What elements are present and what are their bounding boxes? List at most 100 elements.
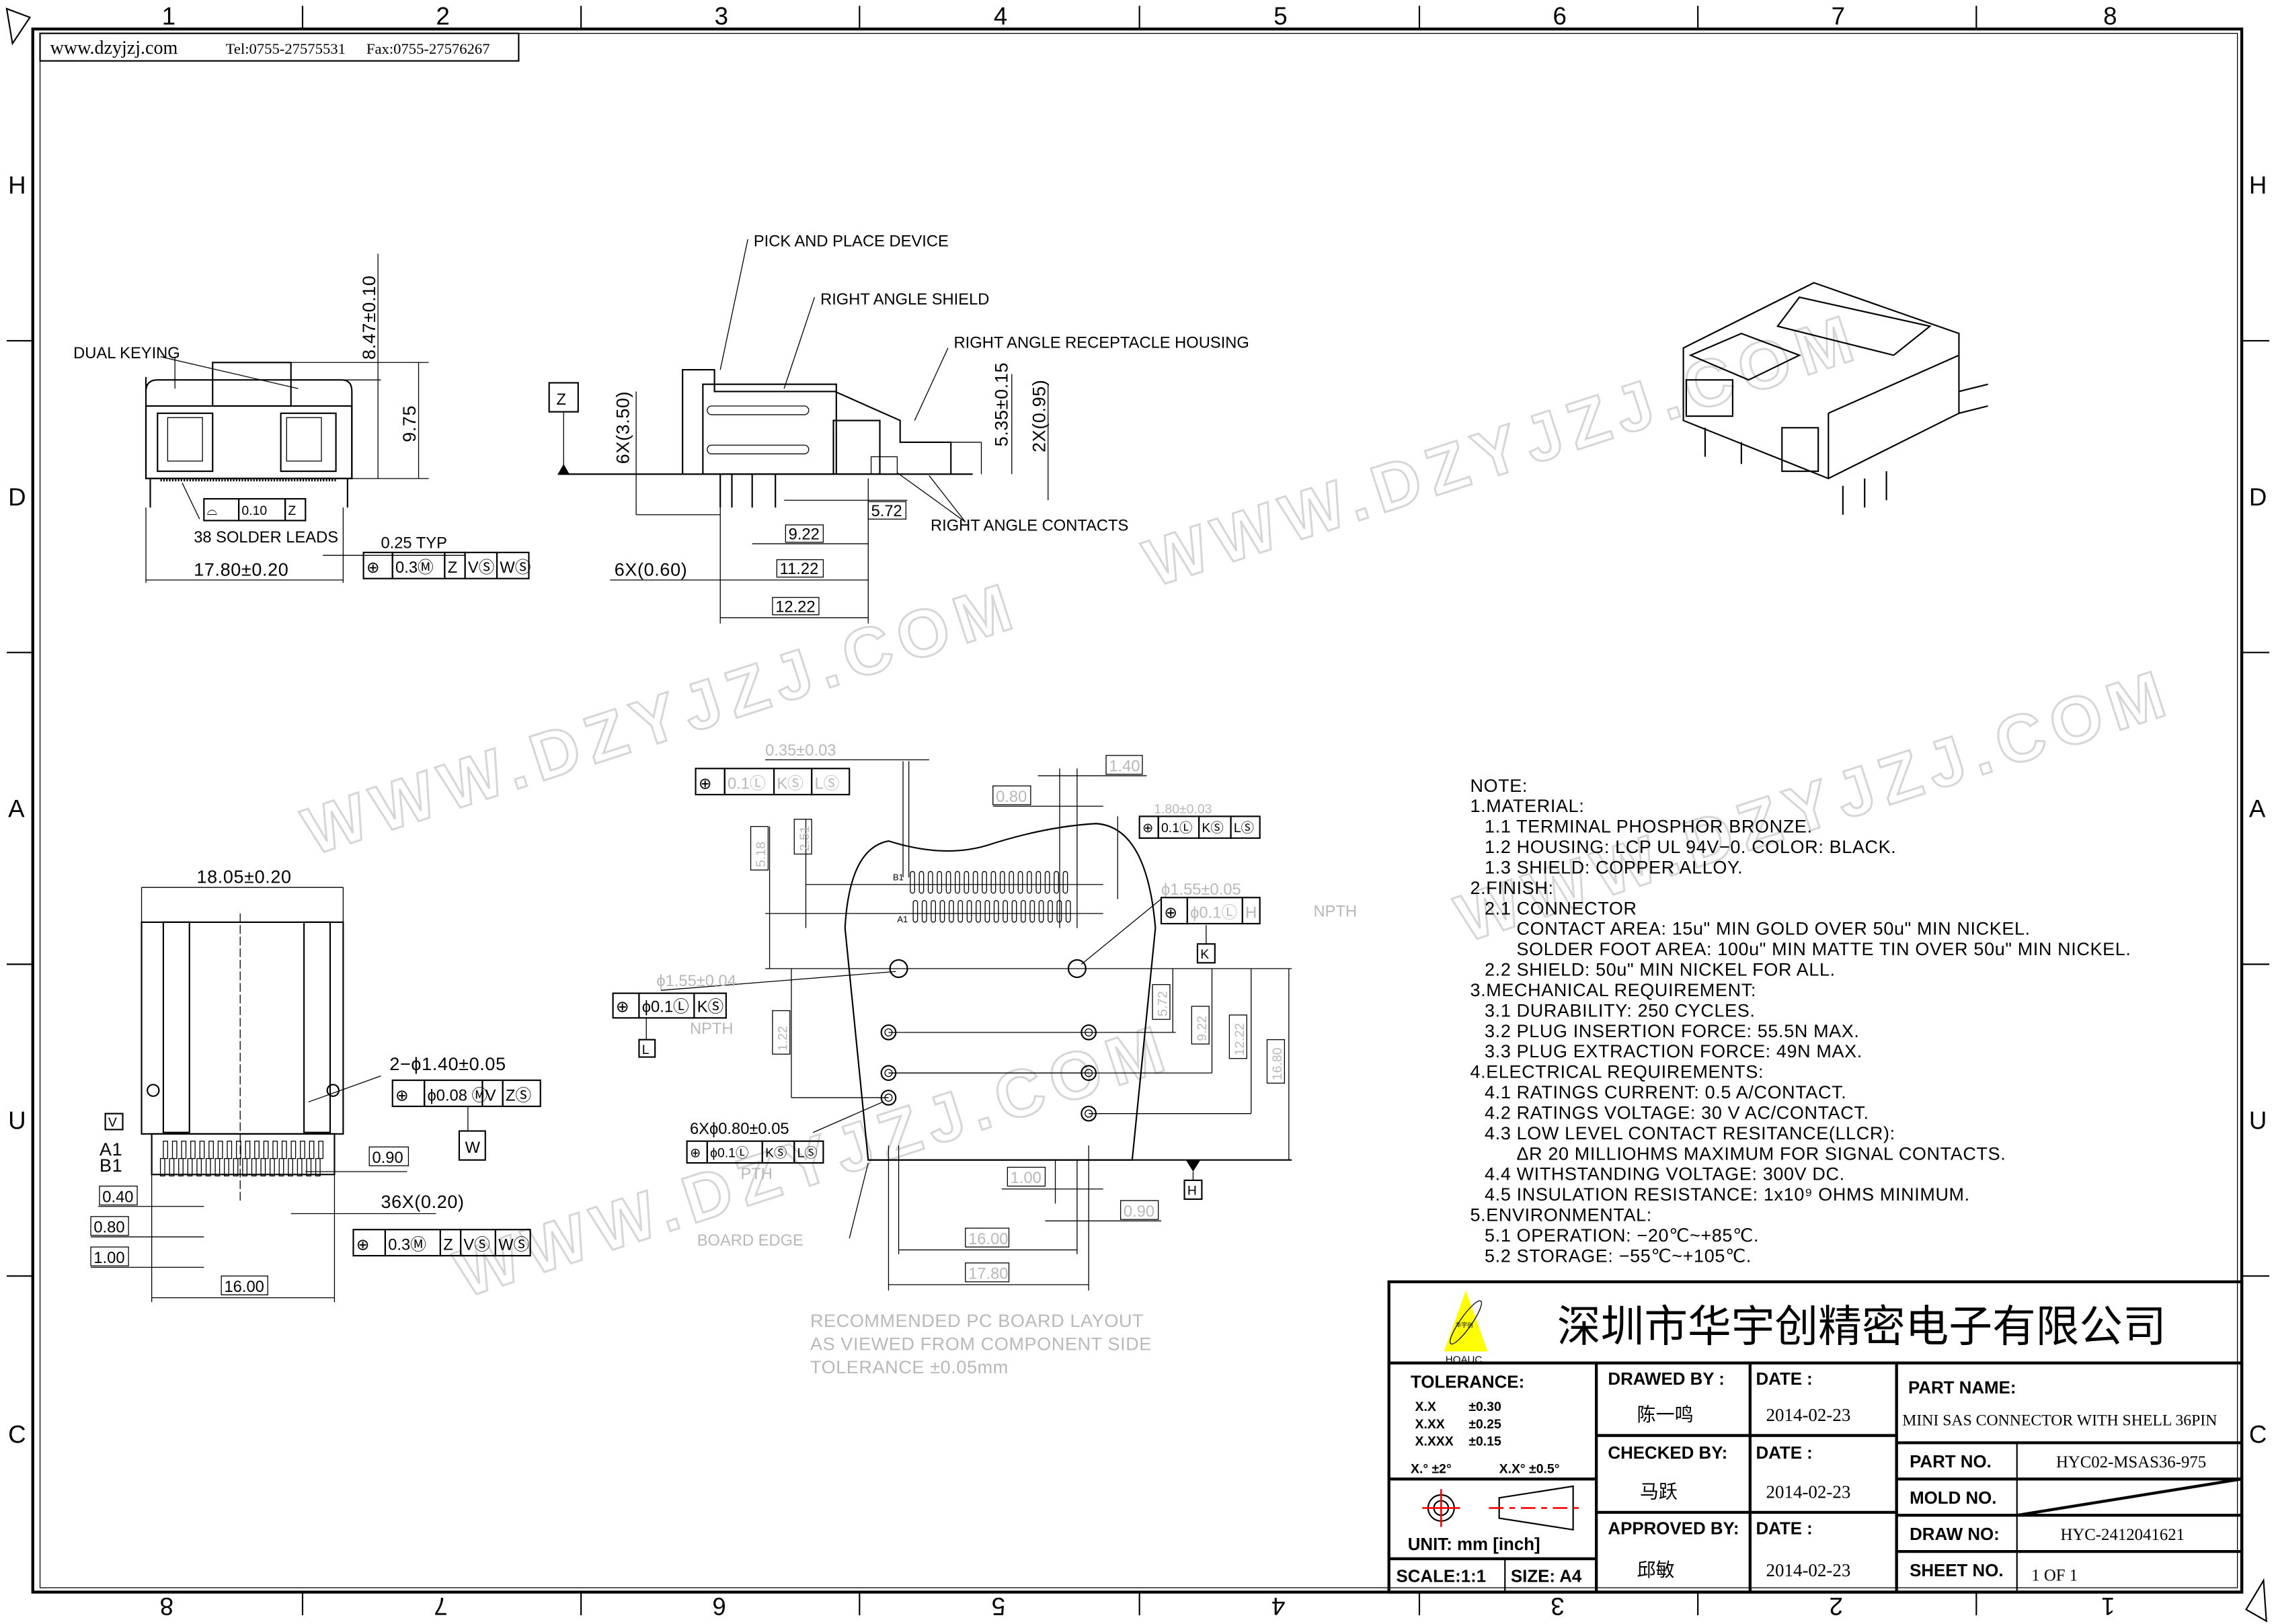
pin-b bbox=[196, 1158, 202, 1177]
fcf-cell: ϕ0.1Ⓛ bbox=[710, 1145, 748, 1160]
position-symbol-icon: ⊕ bbox=[1164, 904, 1177, 922]
fcf-cell: ZⓈ bbox=[506, 1086, 531, 1104]
pad-row-b bbox=[1017, 870, 1023, 894]
position-symbol-icon: ⊕ bbox=[395, 1087, 409, 1104]
mold-no-empty-slash bbox=[2016, 1477, 2242, 1517]
website-link[interactable]: www.dzyjzj.com bbox=[50, 38, 178, 58]
solder-leads-label: 38 SOLDER LEADS bbox=[194, 529, 338, 546]
fcf-cell: LⓈ bbox=[1234, 821, 1254, 836]
row-label: A bbox=[8, 795, 25, 823]
pad-row-b bbox=[972, 870, 978, 894]
pad-row-a bbox=[912, 899, 918, 923]
pad-a1-label: A1 bbox=[897, 914, 908, 924]
npth-left-label: NPTH bbox=[690, 1020, 734, 1038]
fax-text: Fax:0755-27576267 bbox=[366, 40, 490, 57]
datum-k: K bbox=[1200, 947, 1209, 962]
note-line: 4.4 WITHSTANDING VOLTAGE: 300V DC. bbox=[1485, 1164, 1845, 1184]
fcf-cell: VⓈ bbox=[463, 1235, 490, 1254]
pad-row-a bbox=[993, 899, 999, 923]
date-checked: 2014-02-23 bbox=[1766, 1481, 1851, 1502]
note-line: ΔR 20 MILLIOHMS MAXIMUM FOR SIGNAL CONTA… bbox=[1517, 1143, 2006, 1164]
fcf-cell: KⓈ bbox=[1202, 821, 1223, 836]
dimension-922: 9.22 bbox=[789, 526, 820, 543]
tolerance-value: ±0.15 bbox=[1468, 1434, 1501, 1449]
dimension-140: 1.40 bbox=[1109, 758, 1140, 776]
part-no-label: PART NO. bbox=[1910, 1453, 1992, 1471]
pad-row-b bbox=[990, 870, 996, 894]
date-label: DATE : bbox=[1756, 1519, 1812, 1538]
dimension-6x-350: 6X(3.50) bbox=[613, 391, 633, 464]
drawed-by-label: DRAWED BY : bbox=[1608, 1370, 1724, 1389]
column-label: 6 bbox=[1553, 3, 1566, 30]
note-line: 1.MATERIAL: bbox=[1470, 796, 1584, 816]
pad-row-a bbox=[976, 899, 981, 923]
fcf-cell: LⓈ bbox=[797, 1145, 818, 1160]
checked-by-name: 马跃 bbox=[1640, 1481, 1678, 1502]
fcf-cell: 0.1Ⓛ bbox=[728, 774, 766, 793]
drawed-by-name: 陈一鸣 bbox=[1637, 1404, 1694, 1425]
pad-row-a bbox=[984, 899, 990, 923]
row-label: D bbox=[8, 483, 26, 511]
hole-dimension: 2−ϕ1.40±0.05 bbox=[389, 1054, 506, 1074]
position-symbol-icon: ⊕ bbox=[690, 1145, 701, 1160]
pin-b bbox=[306, 1158, 312, 1177]
pin-a bbox=[163, 1141, 169, 1160]
dimension-1222: 12.22 bbox=[1232, 1023, 1247, 1056]
part-name-value: MINI SAS CONNECTOR WITH SHELL 36PIN bbox=[1902, 1412, 2217, 1429]
tolerance-value: ±0.25 bbox=[1468, 1417, 1501, 1432]
pin-a bbox=[281, 1141, 287, 1160]
pin-a bbox=[181, 1141, 187, 1160]
pad-row-b bbox=[1062, 870, 1068, 894]
tel-text: Tel:0755-27575531 bbox=[226, 40, 346, 57]
npth-hole bbox=[889, 959, 908, 978]
pin-a bbox=[217, 1141, 223, 1160]
dimension-1780: 17.80 bbox=[968, 1266, 1008, 1283]
pcb-layout-view: 0.35±0.03 1.40 0.80 1.80±0.03 5.18 2.51 … bbox=[638, 742, 1358, 1377]
contacts-label: RIGHT ANGLE CONTACTS bbox=[931, 518, 1128, 535]
pin-b bbox=[205, 1158, 211, 1177]
sheet-no-label: SHEET NO. bbox=[1910, 1561, 2003, 1580]
position-symbol-icon: ⊕ bbox=[699, 775, 712, 793]
pin-b1-label: B1 bbox=[100, 1155, 122, 1176]
pad-row-b bbox=[1027, 870, 1032, 894]
pth-dimension: 6Xϕ0.80±0.05 bbox=[690, 1121, 789, 1138]
row-label-right: C bbox=[2249, 1420, 2267, 1448]
width-dimension: 17.80±0.20 bbox=[194, 559, 288, 579]
size-label: SIZE: A4 bbox=[1511, 1567, 1582, 1586]
position-symbol-icon: ⊕ bbox=[356, 1236, 370, 1254]
column-label-bottom: 4 bbox=[1271, 1592, 1285, 1620]
fcf-cell: KⓈ bbox=[697, 998, 724, 1016]
fcf-cell: ϕ0.08 Ⓜ bbox=[428, 1086, 488, 1104]
npth-right-label: NPTH bbox=[1314, 903, 1358, 920]
dimension-6x-060: 6X(0.60) bbox=[615, 559, 688, 579]
tolerance-label: TOLERANCE: bbox=[1411, 1373, 1524, 1391]
draw-no-value: HYC-2412041621 bbox=[2060, 1526, 2185, 1544]
column-label-bottom: 8 bbox=[160, 1592, 173, 1620]
datum-z: Z bbox=[556, 391, 566, 409]
dimension-100: 1.00 bbox=[1011, 1170, 1042, 1187]
body-dimension: 9.75 bbox=[399, 405, 420, 442]
shield-label: RIGHT ANGLE SHIELD bbox=[820, 291, 989, 309]
pin-a bbox=[208, 1141, 214, 1160]
npth-right-dimension: ϕ1.55±0.05 bbox=[1161, 881, 1241, 899]
pin-a bbox=[227, 1141, 233, 1160]
fcf-cell: VⓈ bbox=[468, 559, 495, 577]
column-label-bottom: 7 bbox=[434, 1592, 447, 1620]
bottom-view: 18.05±0.20 2−ϕ1.40±0.05 W V A1 B1 0.90 0… bbox=[90, 867, 506, 1303]
npth-left-dimension: ϕ1.55±0.04 bbox=[656, 973, 736, 990]
pin-b bbox=[297, 1158, 303, 1177]
column-label-bottom: 5 bbox=[992, 1592, 1005, 1620]
tolerance-format: X.X bbox=[1415, 1399, 1436, 1414]
note-line: 2.1 CONNECTOR bbox=[1485, 898, 1637, 918]
position-symbol-icon: ⊕ bbox=[616, 999, 629, 1016]
fcf-cell: 0.1Ⓛ bbox=[1161, 821, 1192, 836]
pin-b bbox=[251, 1158, 257, 1177]
logo-brand: HOAUC bbox=[1446, 1354, 1483, 1366]
note-line: SOLDER FOOT AREA: 100u" MIN MATTE TIN OV… bbox=[1517, 939, 2131, 959]
notes-section: NOTE:1.MATERIAL:1.1 TERMINAL PHOSPHOR BR… bbox=[1470, 776, 2131, 1266]
pad-row-b bbox=[918, 870, 925, 894]
